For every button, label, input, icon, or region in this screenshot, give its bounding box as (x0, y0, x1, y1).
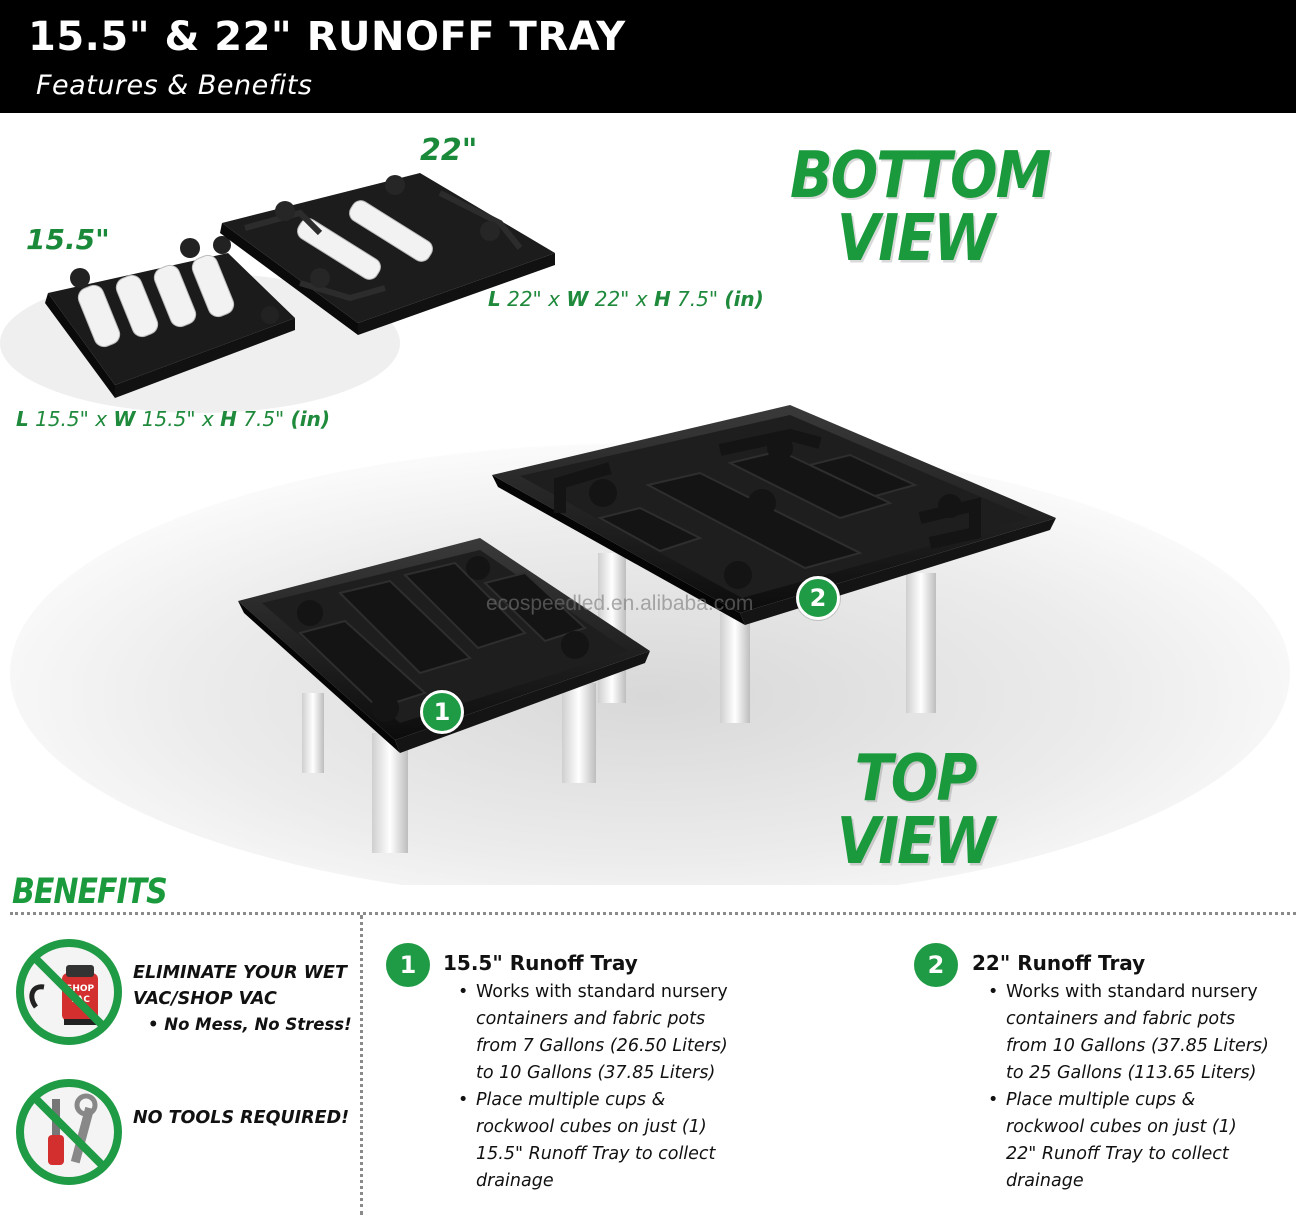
tray-1-title: 15.5" Runoff Tray (443, 951, 638, 975)
bottom-view-large-tray (220, 173, 555, 335)
header-banner: 15.5" & 22" RUNOFF TRAY Features & Benef… (0, 0, 1296, 113)
benefit-no-shop-vac: ELIMINATE YOUR WET VAC/SHOP VAC (133, 963, 347, 1009)
tray-2-features: Works with standard nursery containers a… (986, 979, 1269, 1195)
page-title: 15.5" & 22" RUNOFF TRAY (28, 14, 626, 60)
tray-1-badge: 1 (386, 943, 430, 987)
top-view-small-tray (238, 538, 650, 853)
dotted-divider-horizontal (10, 912, 1296, 915)
bottom-view-small-tray (45, 236, 295, 398)
tray-1-features: Works with standard nursery containers a… (456, 979, 728, 1195)
dimensions-22: L 22" x W 22" x H 7.5" (in) (488, 287, 764, 311)
benefit-no-tools: NO TOOLS REQUIRED! (133, 1108, 350, 1128)
top-view-heading: TOP VIEW (836, 741, 995, 879)
product-hero: 22" 15.5" L 22" x W 22" x H 7.5" (in) L … (0, 113, 1296, 885)
label-15-inch: 15.5" (26, 223, 110, 256)
tray-badge-1: 1 (420, 690, 464, 734)
label-22-inch: 22" (420, 133, 478, 168)
watermark: ecospeedled.en.alibaba.com (486, 592, 754, 615)
page-subtitle: Features & Benefits (36, 70, 313, 101)
bottom-view-heading: BOTTOM VIEW (790, 138, 1051, 276)
shop-vac-label: SHOP (66, 984, 95, 994)
top-view-large-tray (492, 405, 1056, 723)
tray-2-feature-1: Works with standard nursery containers a… (986, 979, 1269, 1087)
tray-1-feature-2: Place multiple cups & rockwool cubes on … (456, 1087, 728, 1195)
no-tools-icon (16, 1079, 122, 1185)
tray-2-title: 22" Runoff Tray (972, 951, 1146, 975)
dotted-divider-vertical (360, 915, 363, 1215)
benefit-no-shop-vac-sub: • No Mess, No Stress! (148, 1015, 352, 1034)
benefits-heading: BENEFITS (12, 872, 168, 913)
tray-2-feature-2: Place multiple cups & rockwool cubes on … (986, 1087, 1269, 1195)
tray-1-feature-1: Works with standard nursery containers a… (456, 979, 728, 1087)
no-shop-vac-icon: SHOP VAC (16, 939, 122, 1045)
hero-illustration (0, 173, 1290, 885)
dimensions-15: L 15.5" x W 15.5" x H 7.5" (in) (16, 407, 330, 431)
tray-2-badge: 2 (914, 943, 958, 987)
tray-badge-2: 2 (796, 576, 840, 620)
